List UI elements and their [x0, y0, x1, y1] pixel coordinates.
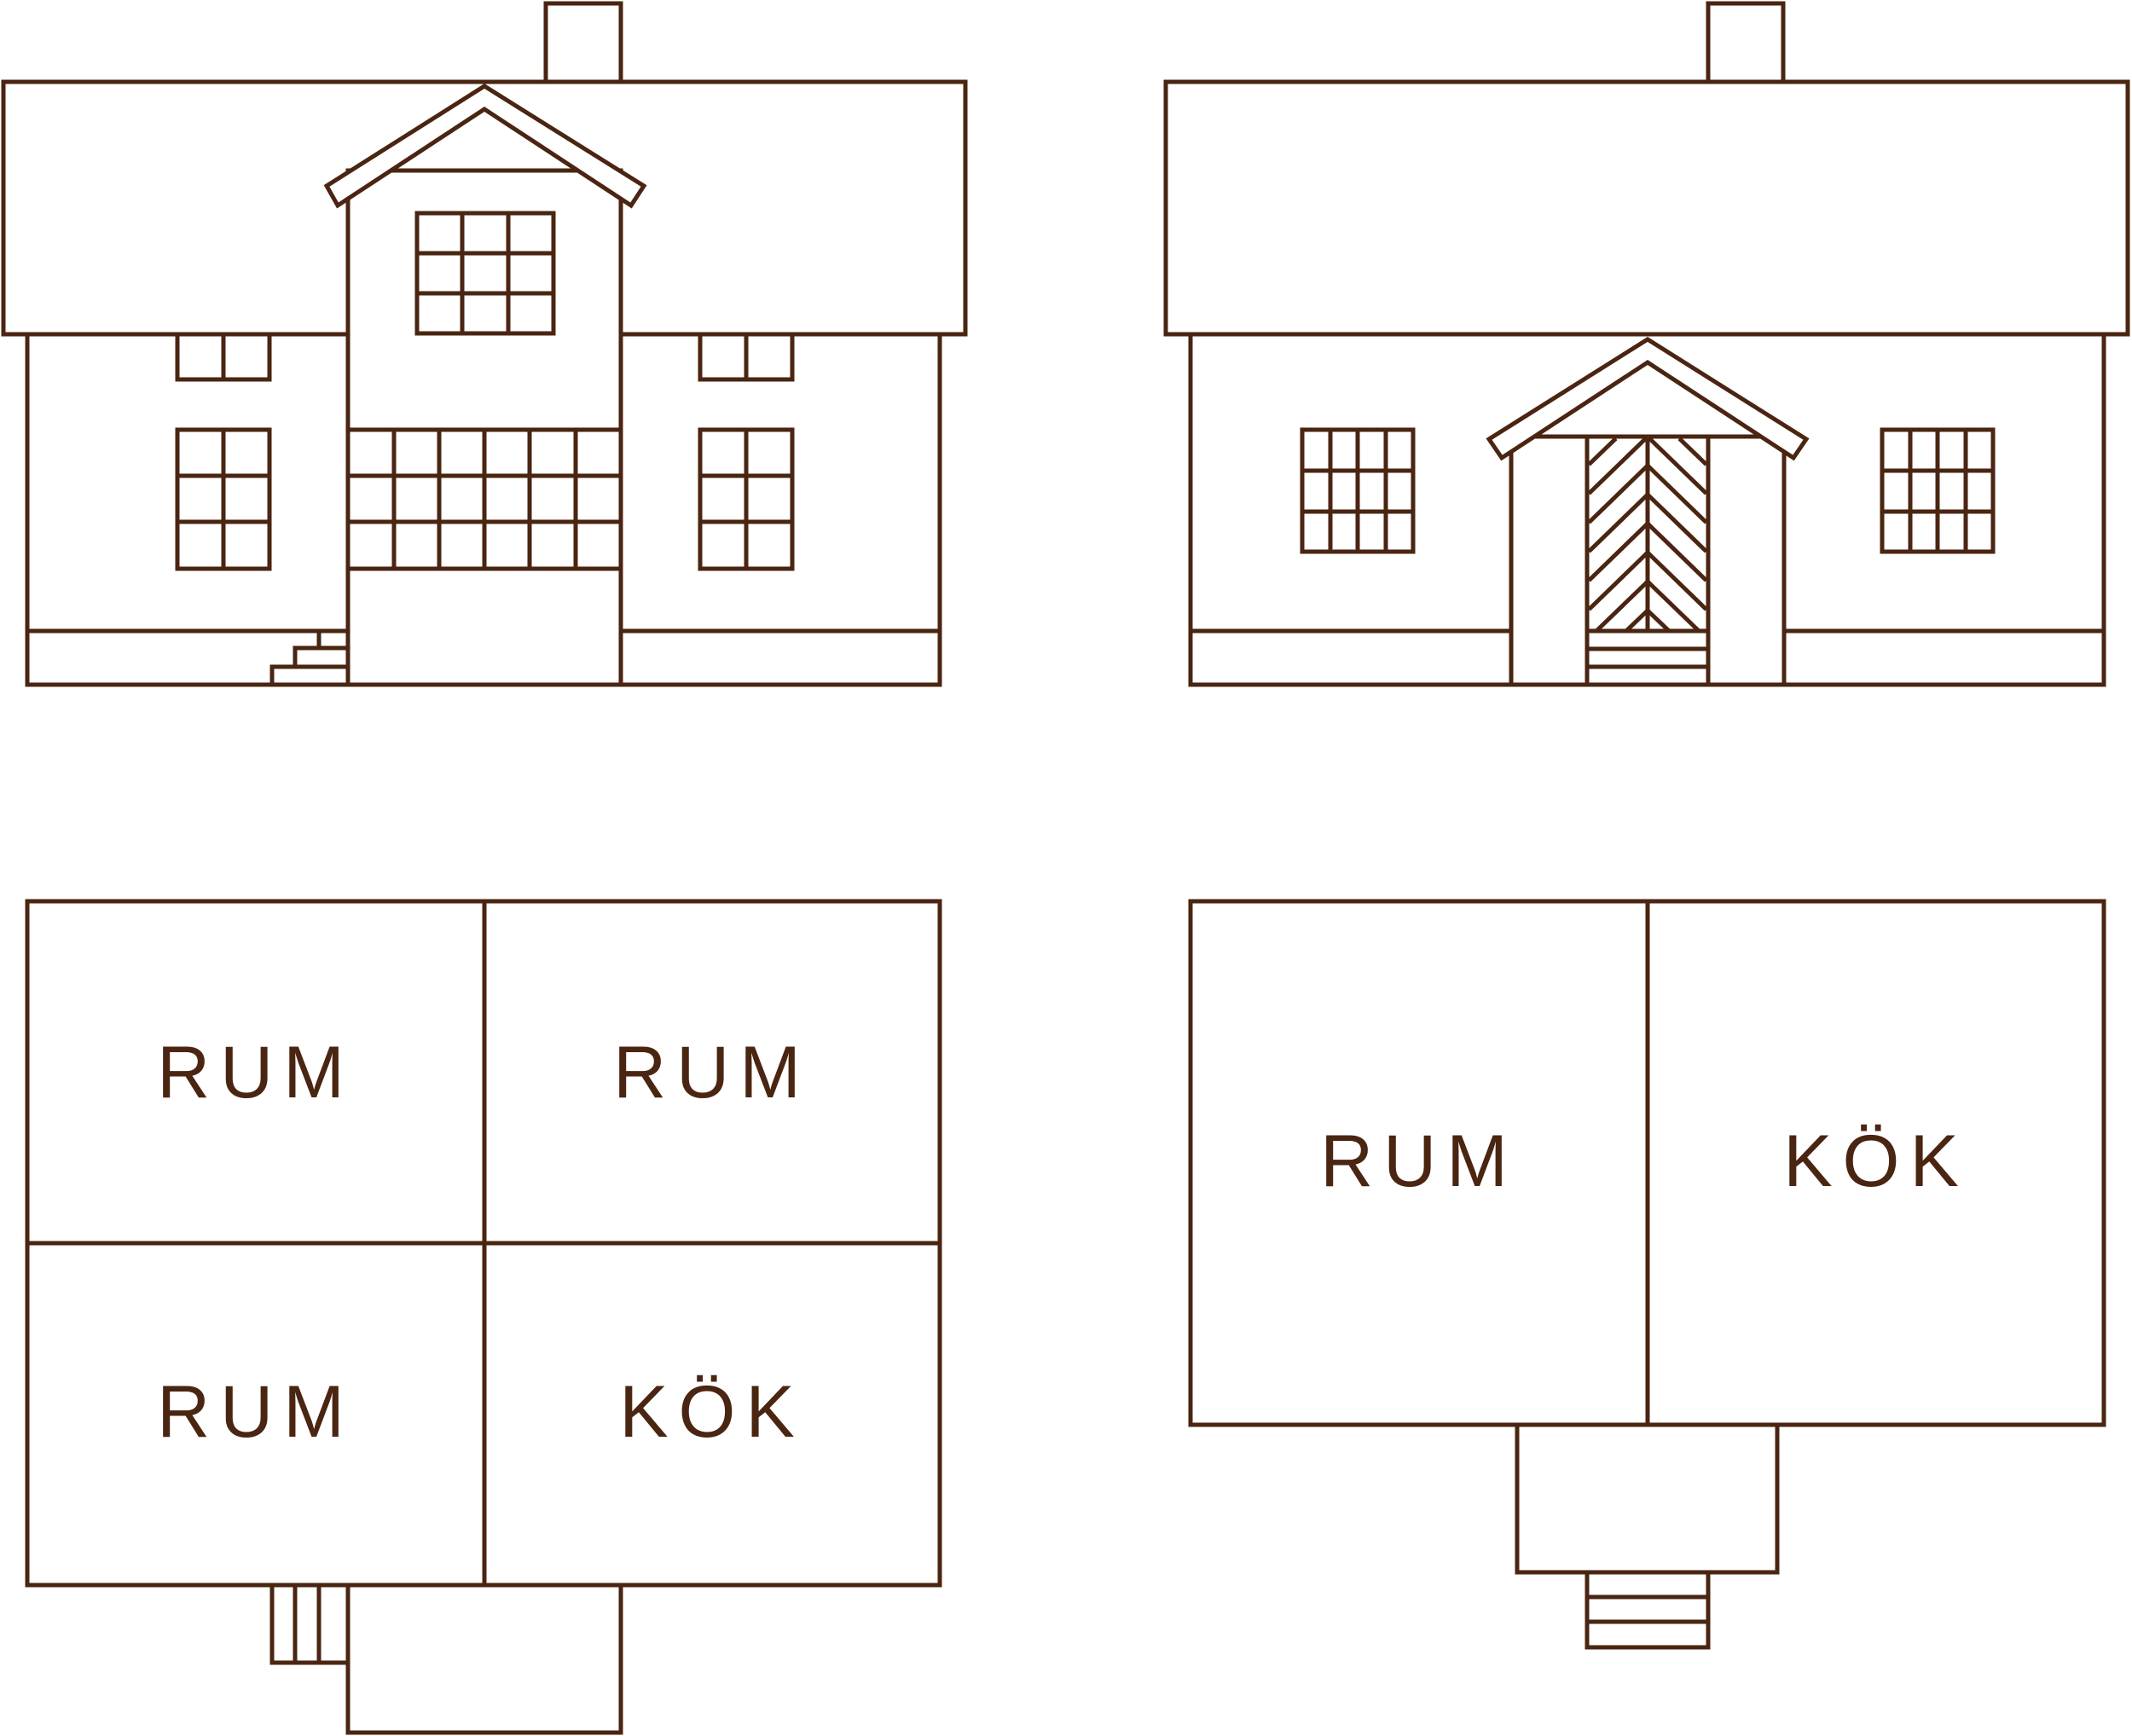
- room-label: RUM: [157, 1032, 355, 1114]
- veranda-glazing: [345, 427, 623, 571]
- window-right-house-left: [1300, 427, 1416, 554]
- porch-gable-trim: [1486, 337, 1810, 461]
- elevation-right: [1163, 1, 2130, 687]
- window-right-house-right: [1880, 427, 1996, 554]
- gable-window: [414, 211, 556, 336]
- front-steps-elevation: [1585, 628, 1711, 687]
- floor-plan-left: RUM RUM RUM KÖK: [25, 899, 942, 1735]
- attic-window-left: [175, 332, 272, 382]
- side-steps-plan: [269, 1583, 351, 1665]
- kitchen-label: KÖK: [619, 1371, 805, 1453]
- roof-right: [1163, 79, 2130, 337]
- window-left: [175, 427, 272, 571]
- elevation-left: [1, 1, 968, 687]
- room-label: RUM: [1320, 1120, 1518, 1202]
- room-label: RUM: [613, 1032, 811, 1114]
- chimney-left: [543, 1, 623, 84]
- window-right: [698, 427, 795, 571]
- gable-trim: [323, 84, 647, 209]
- kitchen-label: KÖK: [1783, 1120, 1969, 1202]
- room-label: RUM: [157, 1371, 355, 1453]
- side-steps-elevation: [269, 628, 351, 687]
- veranda-plan: [345, 1583, 623, 1735]
- chimney-right: [1706, 1, 1786, 84]
- porch-plan: [1515, 1422, 1780, 1575]
- front-steps-plan: [1585, 1570, 1711, 1650]
- attic-window-right: [698, 332, 795, 382]
- floor-plan-right: RUM KÖK: [1188, 899, 2106, 1650]
